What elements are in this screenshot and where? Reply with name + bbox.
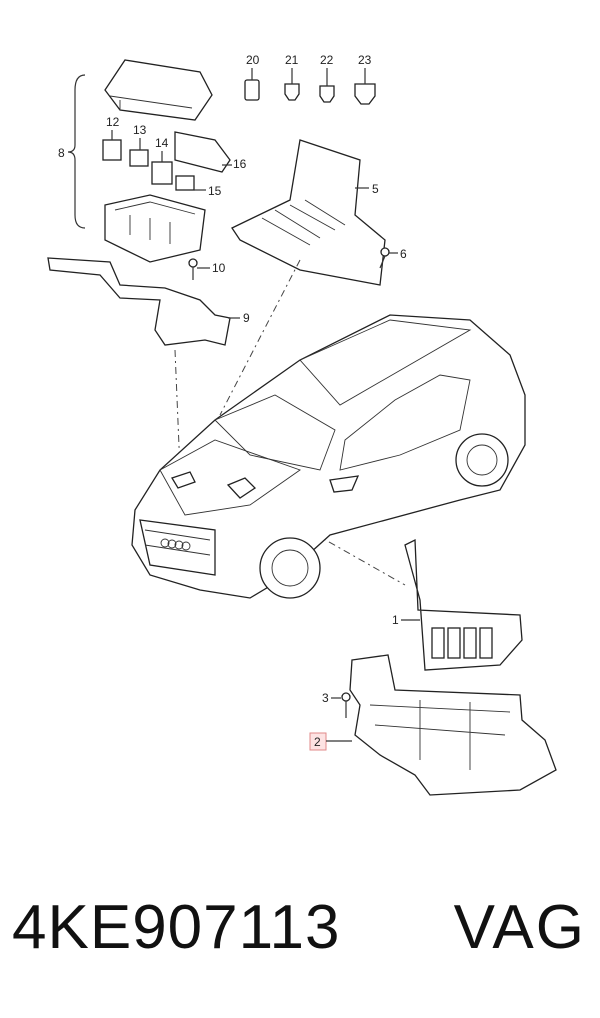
- mounting-bracket-2: [349, 654, 557, 796]
- callout-5: 5: [372, 182, 379, 196]
- fuse-22: [319, 68, 335, 103]
- nut-6: [379, 247, 390, 269]
- callout-13: 13: [133, 123, 147, 137]
- cover-16: [174, 131, 231, 173]
- fuse-21: [284, 68, 300, 101]
- fuse-20: [244, 68, 260, 101]
- callout-21: 21: [285, 53, 299, 67]
- callout-1: 1: [392, 613, 399, 627]
- callout-16: 16: [233, 157, 247, 171]
- callout-14: 14: [155, 136, 169, 150]
- callout-22: 22: [320, 53, 334, 67]
- relay-13: [129, 149, 149, 167]
- callout-15: 15: [208, 184, 222, 198]
- brand-label: VAG: [453, 893, 586, 962]
- bracket-9: [47, 257, 231, 346]
- callout-9: 9: [243, 311, 250, 325]
- bracket-8: [67, 74, 86, 229]
- callout-3: 3: [322, 691, 329, 705]
- fuse-box-cover: [104, 59, 213, 121]
- leader-line-2: [219, 259, 301, 416]
- callout-6: 6: [400, 247, 407, 261]
- callout-12: 12: [106, 115, 120, 129]
- callout-8: 8: [58, 146, 65, 160]
- part-number: 4KE907113: [12, 893, 341, 962]
- callout-20: 20: [246, 53, 260, 67]
- relay-15: [175, 175, 195, 191]
- callout-23: 23: [358, 53, 372, 67]
- parts-diagram: 20 21 22 23 8 12 13 14 15 16 10 9: [47, 53, 557, 796]
- bolt-10: [188, 258, 198, 280]
- fuse-box-base: [104, 194, 206, 263]
- vehicle-illustration: [131, 314, 526, 599]
- leader-line-1: [174, 349, 181, 471]
- callout-2[interactable]: 2: [314, 735, 321, 749]
- relay-12: [102, 139, 122, 161]
- callout-10: 10: [212, 261, 226, 275]
- fuse-23: [354, 68, 376, 105]
- fuse-carrier-1: [404, 538, 523, 671]
- bolt-3: [341, 692, 351, 718]
- relay-14: [151, 161, 173, 185]
- fuse-holder-5: [231, 139, 386, 286]
